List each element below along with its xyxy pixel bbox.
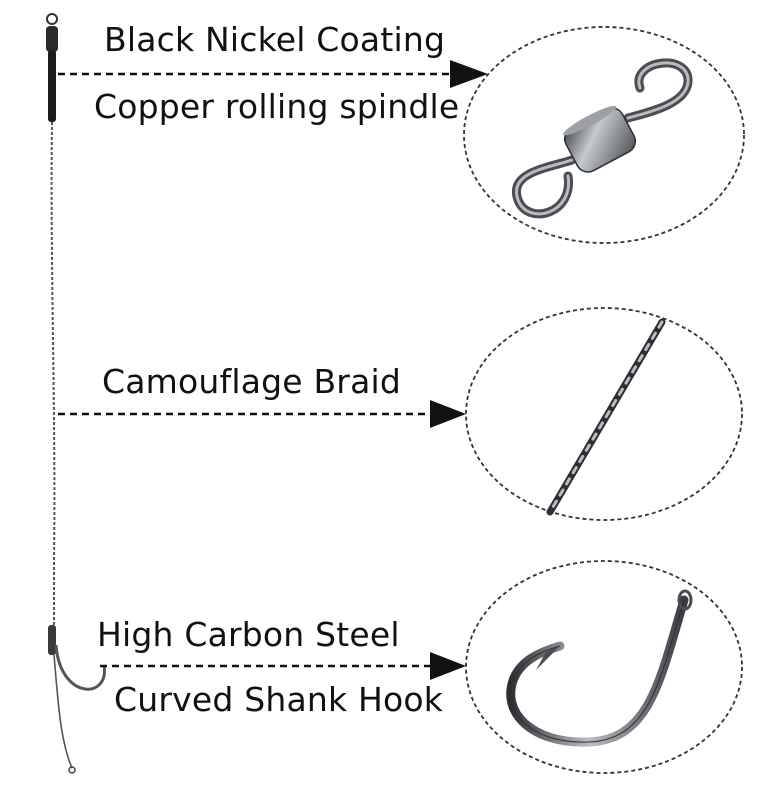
label-black-nickel-coating: Black Nickel Coating: [104, 20, 446, 59]
braided-line-icon: [546, 318, 666, 516]
hair-loop-icon: [68, 766, 76, 774]
arrow-swivel: [58, 60, 488, 88]
anti-tangle-sleeve-icon: [48, 50, 56, 122]
top-swivel-eye-icon: [46, 13, 58, 25]
braid-zoom-circle: [465, 307, 743, 521]
label-camouflage-braid: Camouflage Braid: [102, 362, 402, 401]
hair-rig-icon: [53, 654, 73, 769]
label-high-carbon-steel: High Carbon Steel: [97, 615, 400, 654]
arrow-hook: [100, 652, 466, 680]
barrel-swivel-icon: [511, 58, 693, 219]
hooklink-braid-icon: [50, 121, 56, 640]
hook-sleeve-icon: [48, 625, 56, 655]
label-curved-shank-hook: Curved Shank Hook: [114, 680, 444, 719]
arrow-braid: [58, 400, 466, 428]
label-copper-rolling-spindle: Copper rolling spindle: [94, 87, 460, 126]
rig-illustration: [46, 13, 106, 774]
small-hook-icon: [54, 644, 106, 691]
hook-zoom-circle: [465, 560, 743, 774]
swivel-zoom-circle: [463, 26, 745, 244]
curved-hook-icon: [506, 589, 693, 747]
top-swivel-body-icon: [46, 26, 58, 52]
